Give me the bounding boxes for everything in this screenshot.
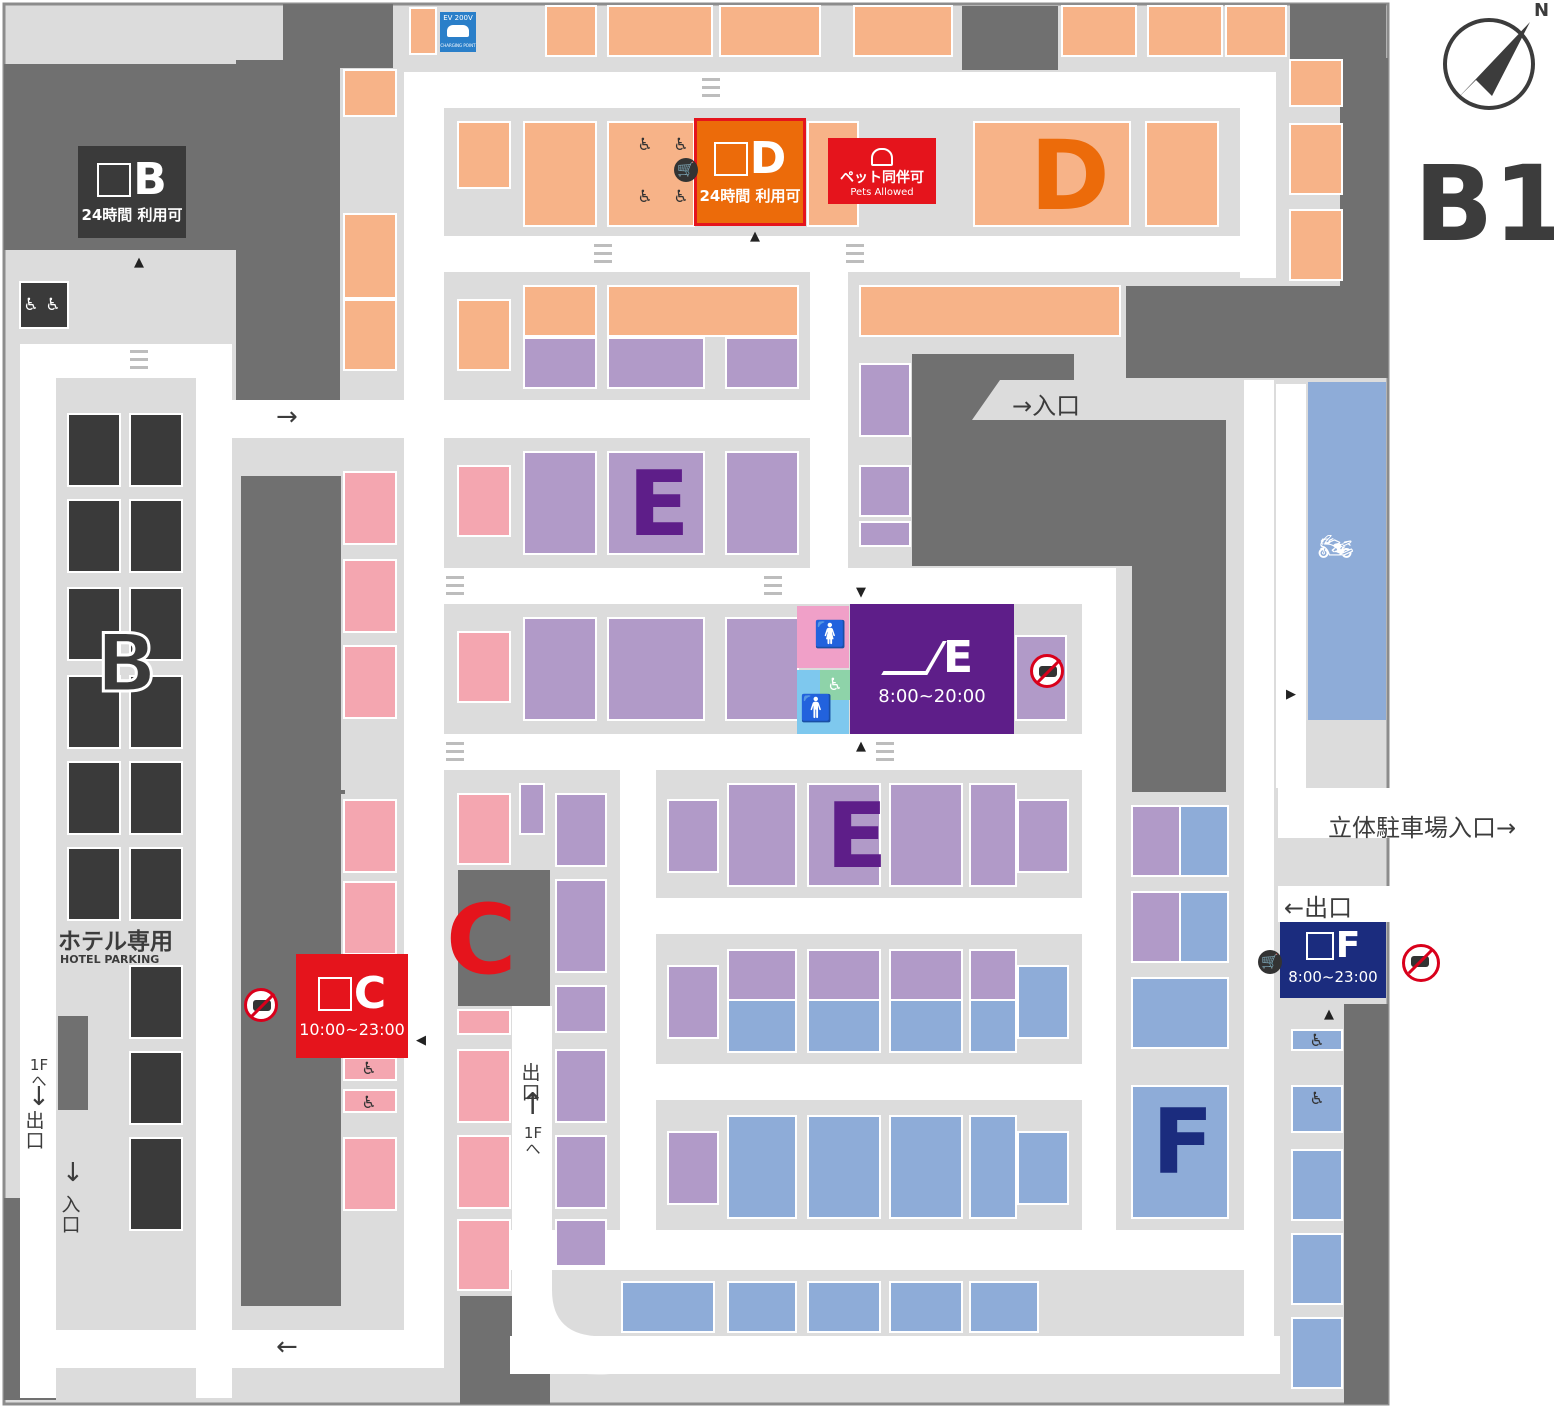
wheelchair-parking-icon: ♿ [673,187,689,207]
elevator-letter: C [353,968,387,1019]
restroom-accessible [820,670,850,700]
to-1f-label-left: 1Fへ [29,1056,49,1090]
garage-entrance-label: 立体駐車場入口→ [1328,814,1517,842]
zone-c-stalls [343,465,511,1291]
ev-label: EV 200V [443,14,473,22]
elevator-hours: 10:00~23:00 [299,1020,405,1039]
down-arrow-icon: ↓ [28,1082,50,1112]
pointer-left-icon: ◀ [416,1033,426,1048]
right-arrow-icon: → [276,402,298,432]
exit-label: ←出口 [1284,894,1353,922]
hotel-parking-ja: ホテル専用 [58,929,173,955]
escalator-icon [881,641,947,675]
elevator-letter: B [133,154,167,205]
elevator-sign-c[interactable]: C 10:00~23:00 [296,954,408,1058]
left-arrow-icon: ← [276,1332,298,1362]
wheelchair-parking-icon: ♿ [361,1059,377,1079]
pointer-right-icon: ▶ [1286,687,1296,702]
motorcycle-area [1308,382,1386,720]
zone-d-stalls [343,5,1343,371]
pets-allowed-en: Pets Allowed [850,186,914,198]
men-restroom-icon: 🚹 [800,694,833,724]
ev-charging-point: EV 200V CHARGING POINT [440,12,476,52]
zone-label-e-lower: E [826,784,888,889]
driveways [20,72,1526,1398]
elevator-hours: 8:00~20:00 [878,686,986,707]
elevator-hours: 8:00~23:00 [1288,968,1378,986]
enter-vertical-left: 入口 [61,1194,81,1236]
zone-label-c: C [446,884,517,996]
no-pets-icon [1402,944,1440,982]
elevator-sign-d[interactable]: D 24時間 利用可 [694,118,806,226]
zone-label-b: B [95,617,159,710]
wheelchair-parking-icon: ♿ [673,135,689,155]
ev-sublabel: CHARGING POINT [440,43,476,48]
to-1f-label-mid: 1Fへ [523,1124,543,1158]
restroom-women [797,606,849,668]
wheelchair-parking-icon: ♿ [45,295,61,315]
wheelchair-icon: ♿ [827,675,843,695]
zone-label-d: D [1030,120,1110,232]
shopping-cart-icon: 🛒 [674,158,698,182]
crosswalk-marks [130,78,894,761]
building-blocks [4,4,1388,1404]
ev-car-icon [447,25,469,37]
north-label: N [1534,0,1550,21]
wheelchair-parking-icon: ♿ [23,295,39,315]
zone-e-stalls [519,337,1181,1267]
down-arrow-icon: ↓ [62,1158,84,1188]
elevator-sign-b[interactable]: B 24時間 利用可 [78,146,186,238]
wheelchair-parking-icon: ♿ [637,135,653,155]
floor-label: B1 [1414,143,1554,265]
compass-icon [1443,18,1535,110]
zone-label-f: F [1152,1090,1214,1195]
elevator-sign-f[interactable]: F 8:00~23:00 [1280,922,1386,998]
up-arrow-icon: ↑ [520,1087,546,1122]
wheelchair-parking-icon: ♿ [361,1093,377,1113]
hotel-parking-en: HOTEL PARKING [60,953,160,966]
zone-b-stalls [19,281,183,1231]
elevator-icon [97,163,132,197]
pets-allowed-ja: ペット同伴可 [840,170,924,186]
no-pets-icon [244,988,278,1022]
wheelchair-parking-icon: ♿ [1309,1089,1325,1109]
elevator-icon [1305,932,1334,960]
pointer-down-icon: ▼ [856,585,866,600]
wheelchair-parking-icon: ♿ [637,187,653,207]
zone-f-stalls [621,805,1343,1389]
pets-allowed-sign: ペット同伴可 Pets Allowed [828,138,936,204]
elevator-icon [713,142,748,176]
shopping-cart-icon: 🛒 [1258,950,1282,974]
pointer-up-icon: ▲ [750,229,760,244]
elevator-letter: F [1335,925,1361,966]
elevator-icon [317,977,352,1011]
pointer-up-icon: ▲ [1324,1007,1334,1022]
no-pets-icon [1030,654,1064,688]
wheelchair-parking-icon: ♿ [1309,1031,1325,1051]
elevator-hours: 24時間 利用可 [81,206,183,224]
entrance-label: →入口 [1012,392,1081,420]
elevator-letter: D [749,133,787,184]
exit-vertical-mid: 出口 [521,1062,541,1104]
women-restroom-icon: 🚺 [814,620,847,650]
elevator-sign-e[interactable]: E 8:00~20:00 [850,604,1014,734]
zone-label-e-upper: E [628,452,690,557]
motorcycle-icon: 🏍 [1318,530,1354,563]
pointer-up-icon: ▲ [134,255,144,270]
elevator-hours: 24時間 利用可 [699,187,801,205]
pointer-up-icon: ▲ [856,739,866,754]
exit-vertical-left: 出口 [25,1110,45,1152]
pet-icon [871,148,893,166]
elevator-letter: E [942,632,974,683]
